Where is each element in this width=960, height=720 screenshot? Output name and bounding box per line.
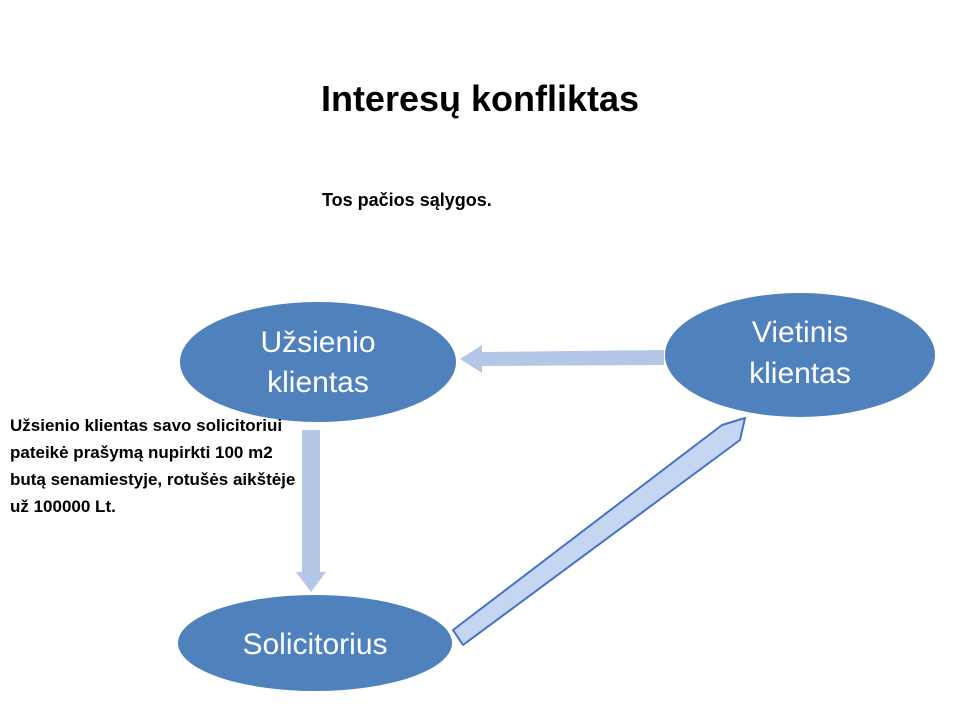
node-foreign-client-line-1: Užsienio (260, 326, 375, 359)
node-local-client-line-2: klientas (749, 357, 851, 390)
slide-subtitle: Tos pačios sąlygos. (322, 190, 492, 210)
slide-title: Interesų konfliktas (320, 78, 640, 119)
node-solicitor-line-1: Solicitorius (242, 628, 387, 661)
node-solicitor: Solicitorius (178, 595, 452, 691)
node-foreign-client-line-2: klientas (267, 366, 369, 399)
node-foreign-client: Užsienio klientas (180, 302, 456, 422)
arrow-solicitor-to-local (452, 417, 746, 646)
node-local-client: Vietinis klientas (665, 293, 935, 417)
arrow-local-to-foreign (460, 345, 664, 373)
case-description: Užsienio klientas savo solicitoriui pate… (10, 416, 296, 516)
node-local-client-line-1: Vietinis (752, 316, 848, 349)
arrow-foreign-to-solicitor (296, 430, 326, 592)
